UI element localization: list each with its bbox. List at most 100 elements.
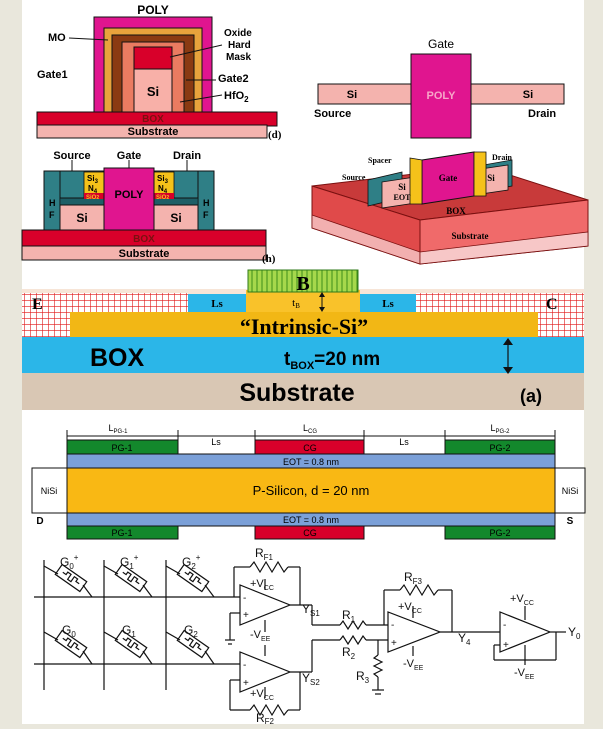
cg-bottom-label: CG [303, 528, 317, 538]
3d-source-label: Source [342, 173, 366, 182]
panel-h-si3n4-left-sub2: 4 [94, 189, 98, 195]
label-ys2: YS2 [302, 671, 320, 687]
panel-topview: Gate POLY Si Si Source Drain [314, 37, 565, 139]
label-rf1-r: R [255, 546, 264, 560]
pg-lpg2-label: LPG-2 [490, 423, 510, 435]
label-g1-plus-sub: 1 [129, 562, 134, 571]
panel-h-si3n4-left-si: Si [87, 174, 95, 183]
label-rf3: RF3 [404, 570, 423, 586]
panel-a-letter: (a) [520, 386, 542, 406]
label-vcc-4-sub: CC [524, 600, 534, 607]
panel-h-sio2-right-sub: 2 [166, 195, 169, 201]
label-vee-3-v: -V [403, 658, 415, 670]
panel-h-si3n4-left-label-a: Si3 [87, 174, 99, 185]
r1-resistor [339, 619, 367, 631]
panel-a-right-contact [538, 293, 584, 337]
panel-a-tbox-arrowhead-down [503, 367, 513, 374]
p-silicon-channel [66, 467, 556, 514]
pg-lcg-l: L [303, 423, 308, 433]
label-r1-sub: 1 [351, 615, 356, 624]
label-vcc-4-v: +V [510, 593, 524, 605]
panel-a-intrinsic-label: “Intrinsic-Si” [240, 314, 368, 339]
label-vcc-1: +VCC [250, 578, 274, 592]
label-vcc-3: +VCC [398, 601, 422, 615]
topview-drain-label: Drain [528, 108, 556, 120]
opamp-4 [499, 611, 552, 653]
label-rf2-sub: F2 [265, 717, 275, 724]
label-y0-y: Y [568, 625, 576, 639]
pg1-bottom-label: PG-1 [111, 528, 132, 538]
panel-circuit [34, 560, 566, 717]
panel-h-box-label: BOX [133, 234, 155, 245]
panel-h-si-right [153, 204, 199, 231]
label-y4-y: Y [458, 631, 466, 645]
label-rf2-r: R [256, 711, 265, 724]
panel-d-box-label: BOX [142, 114, 164, 125]
nisi-right-label: NiSi [562, 486, 579, 496]
label-g2-plus-g: G [182, 555, 191, 569]
topview-source-label: Source [314, 108, 351, 120]
memristor-g1-plus [103, 563, 153, 598]
panel-d-oxide-label-1: Oxide [224, 28, 252, 39]
label-vee-4-v: -V [514, 667, 526, 679]
pg1-bottom-gate [66, 525, 179, 540]
label-g2: G2 [184, 623, 198, 639]
label-g1-sub: 1 [131, 630, 136, 639]
panel-h-si3n4-left-label-b: N4 [88, 184, 98, 195]
label-vee-1-sub: EE [261, 636, 271, 643]
label-rf1: RF1 [255, 546, 274, 562]
panel-h-sio2-left [84, 193, 104, 199]
panel-a-box-layer [22, 337, 584, 373]
pg-lpg1-label: LPG-1 [108, 423, 128, 435]
panel-a-tb-arrowhead-down [319, 307, 325, 312]
3d-eot-label: EOT [394, 193, 412, 202]
panel-d-poly-label: POLY [137, 3, 169, 17]
panel-a-substrate-label: Substrate [239, 379, 354, 407]
panel-d-substrate-label: Substrate [128, 126, 179, 138]
panel-h-si3n4-left-sub1: 3 [95, 179, 99, 185]
opamp-2 [239, 651, 292, 693]
panel-a-b-gate [247, 269, 359, 293]
3d-box-label: BOX [446, 206, 466, 216]
panel-h-substrate-label: Substrate [119, 248, 170, 260]
label-ys2-y: Y [302, 671, 310, 685]
rf2-resistor [249, 703, 289, 717]
panel-h-source-label: Source [53, 150, 90, 162]
label-g2-sub: 2 [193, 630, 198, 639]
channel-label: P-Silicon, d = 20 nm [253, 483, 370, 498]
memristor-g0-plus [43, 563, 93, 598]
panel-a-intrinsic-si [66, 312, 542, 337]
panel-h-sio2-left-text: SiO [86, 195, 97, 201]
3d-eot-right [473, 151, 487, 197]
label-vee-3: -VEE [403, 658, 424, 672]
pg-lcg-sub: CG [308, 429, 317, 435]
panel-a-left-contact [22, 293, 70, 337]
panel-a-tbox-value: =20 nm [314, 349, 380, 370]
rf3-resistor [399, 583, 439, 597]
panel-d-hfo2-text: HfO [224, 90, 245, 102]
panel-d-hfo2-subscript: 2 [244, 95, 249, 104]
panel-a-tbox-label: tBOX=20 nm [284, 349, 380, 372]
panel-a-left-contact-label: E [32, 296, 43, 313]
3d-spacer-label: Spacer [368, 156, 392, 165]
r3-resistor [372, 654, 384, 678]
panel-h-si-left [59, 204, 105, 231]
panel-h-si-left-label: Si [76, 211, 87, 225]
label-g1-plus: G1+ [120, 553, 139, 571]
opamp-1 [239, 584, 292, 626]
panel-a-substrate [22, 373, 584, 410]
panel-d-oxide-label-2: Hard [228, 40, 251, 51]
panel-a-tbox-t: t [284, 349, 291, 370]
topview-drain-si [469, 83, 565, 105]
label-vee-1: -VEE [250, 629, 271, 643]
label-g2-g: G [184, 623, 193, 637]
label-rf2: RF2 [256, 711, 275, 724]
label-vcc-2-v: +V [250, 688, 264, 700]
r2-resistor [339, 634, 367, 646]
panel-h-si3n4-left-n: N [88, 184, 94, 193]
eot-bottom-label: EOT = 0.8 nm [283, 515, 339, 525]
pg2-top-label: PG-2 [489, 443, 510, 453]
panel-d-hfo2-label: HfO2 [224, 90, 249, 104]
